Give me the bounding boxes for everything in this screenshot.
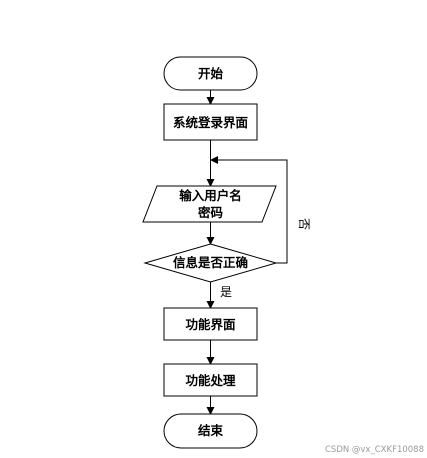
- edge-label-no: 否: [297, 218, 311, 230]
- login-screen-box: [163, 103, 258, 141]
- function-screen-label: 功能界面: [185, 317, 236, 332]
- input-credentials-box: [142, 185, 277, 223]
- function-process-box: [163, 363, 258, 397]
- input-credentials-label-line2: 密码: [197, 205, 223, 220]
- start-label: 开始: [198, 66, 224, 81]
- login-screen-label: 系统登录界面: [173, 115, 249, 130]
- arrow-check-no-loop: [210, 156, 288, 264]
- input-credentials-label-line1: 输入用户名: [179, 188, 242, 203]
- end-label: 结束: [198, 423, 224, 438]
- function-process-label: 功能处理: [185, 373, 236, 388]
- edge-label-yes: 是: [220, 285, 232, 299]
- check-decision-label: 信息是否正确: [173, 255, 248, 270]
- watermark-text: CSDN @vx_CXKF10088: [325, 445, 424, 455]
- end-terminal: [163, 413, 258, 449]
